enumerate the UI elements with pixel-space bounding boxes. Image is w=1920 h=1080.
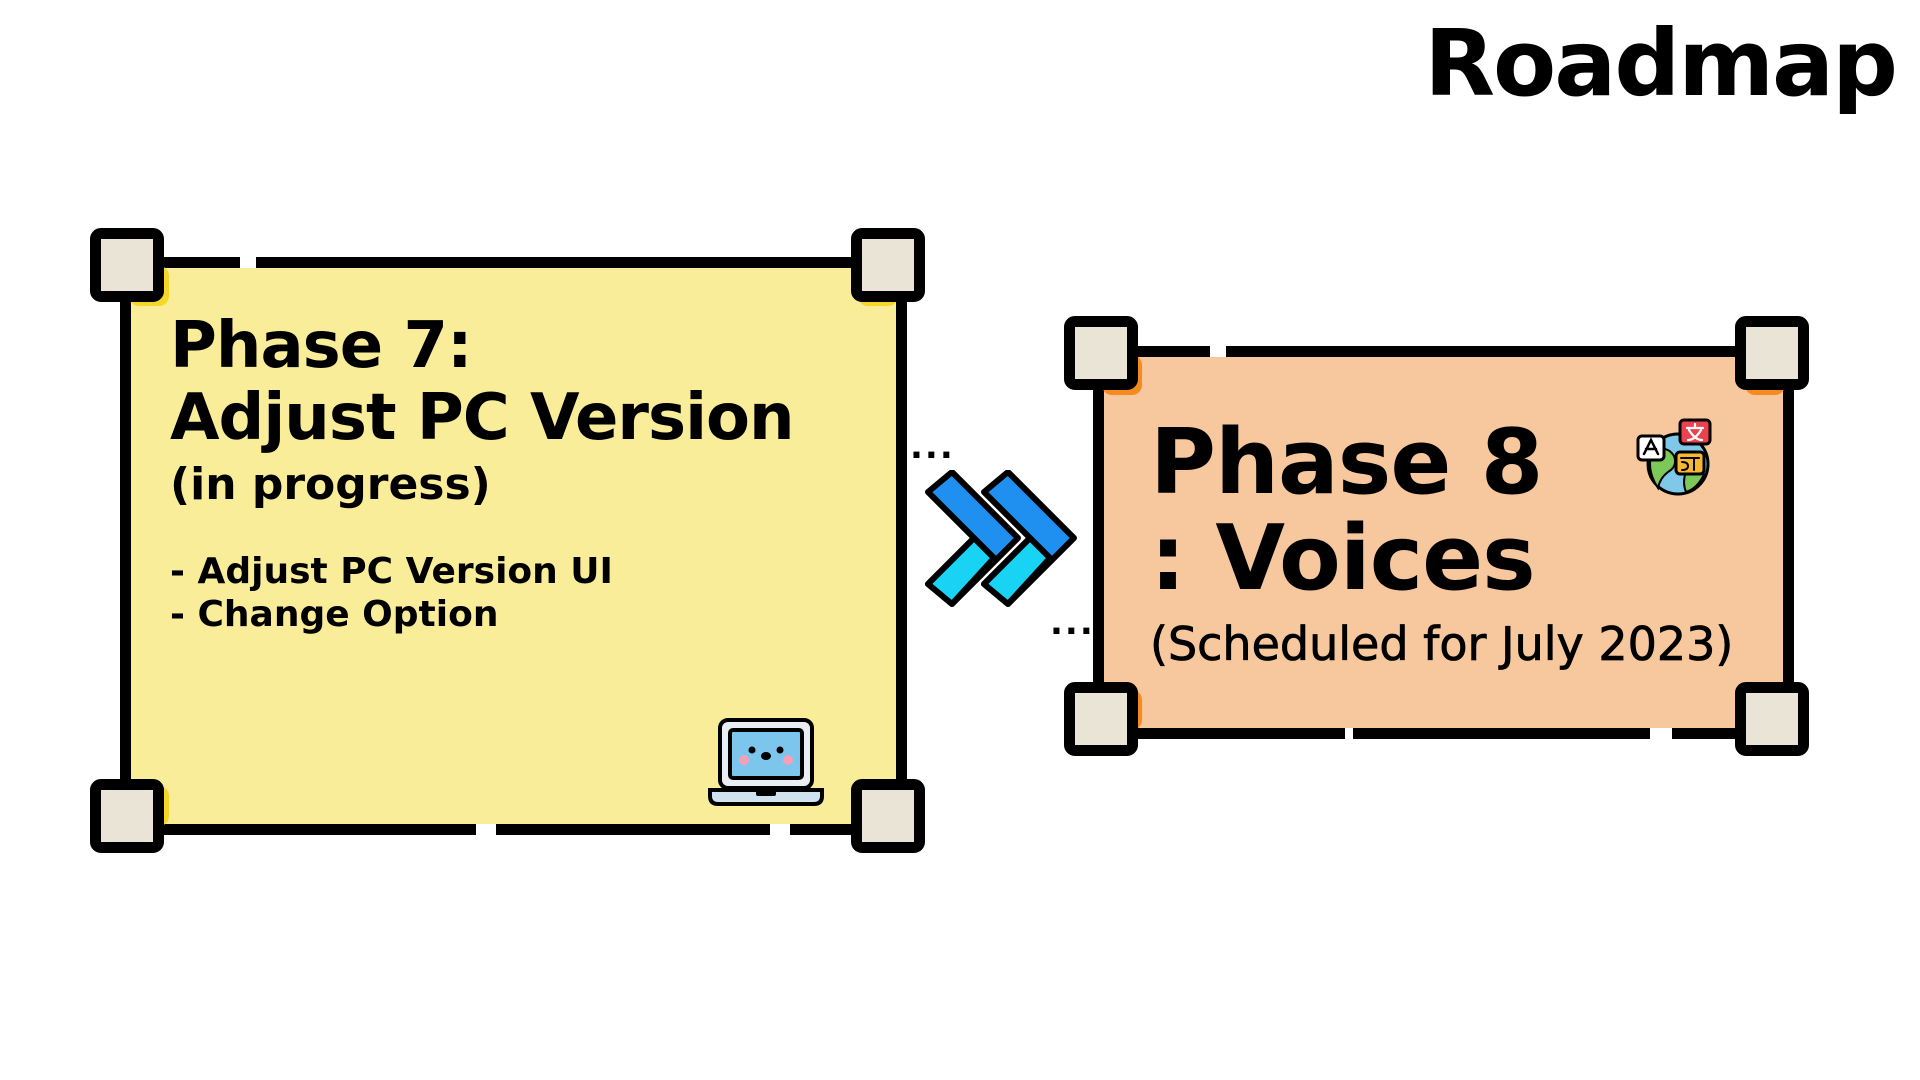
border-gap: [1650, 728, 1672, 739]
phase7-title-line2: Adjust PC Version: [170, 381, 795, 455]
phase8-card: [1093, 346, 1794, 739]
translate-icon: [1636, 418, 1712, 496]
border-gap: [1210, 346, 1226, 357]
border-gap: [476, 824, 496, 835]
connector-dots: ...: [1050, 603, 1095, 643]
phase7-status: (in progress): [170, 459, 491, 510]
border-gap: [1345, 728, 1353, 739]
resize-handle-top-left: [90, 228, 164, 302]
double-chevron-right-icon: [925, 470, 1077, 607]
phase7-title-line1: Phase 7:: [170, 309, 473, 383]
resize-handle-bottom-left: [1064, 682, 1138, 756]
phase8-status: (Scheduled for July 2023): [1150, 617, 1734, 671]
resize-handle-top-left: [1064, 316, 1138, 390]
border-gap: [240, 257, 256, 268]
laptop-icon: [708, 718, 824, 806]
phase8-title: Phase 8 : Voices: [1150, 410, 1543, 611]
border-gap: [770, 824, 790, 835]
list-item: - Change Option: [170, 594, 499, 635]
phase8-title-line2: : Voices: [1150, 506, 1536, 611]
resize-handle-top-right: [851, 228, 925, 302]
resize-handle-bottom-right: [1735, 682, 1809, 756]
page-title: Roadmap: [1424, 10, 1898, 117]
list-item: - Adjust PC Version UI: [170, 551, 613, 592]
phase7-title: Phase 7: Adjust PC Version: [170, 309, 795, 455]
phase8-title-line1: Phase 8: [1150, 410, 1543, 515]
phase7-bullet-list: - Adjust PC Version UI - Change Option: [170, 550, 613, 636]
connector-dots: ...: [910, 427, 955, 467]
resize-handle-bottom-left: [90, 779, 164, 853]
resize-handle-top-right: [1735, 316, 1809, 390]
resize-handle-bottom-right: [851, 779, 925, 853]
